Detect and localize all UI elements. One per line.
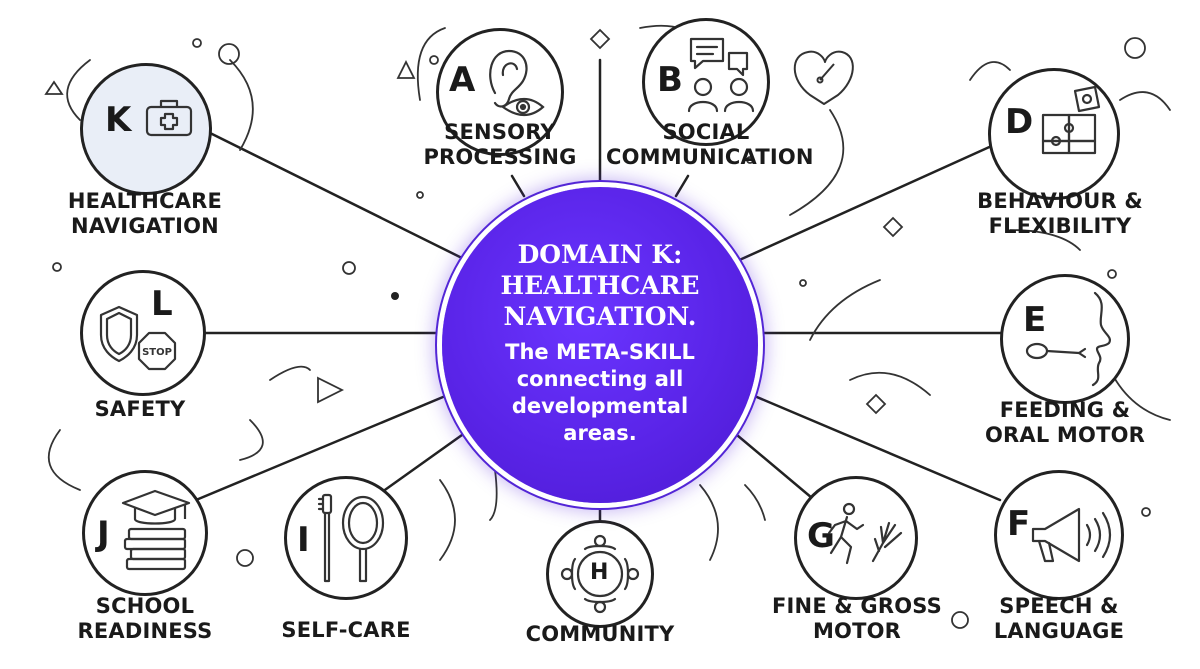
node-f-speech-language[interactable]: F [994,470,1124,600]
node-l-safety[interactable]: L STOP [80,270,206,396]
node-h-community[interactable]: H [546,520,654,628]
node-letter: L [151,284,173,324]
node-letter: A [449,60,476,100]
connector-k [202,128,472,264]
node-g-fine-gross-motor[interactable]: G [794,476,918,600]
stop-sign-text: STOP [142,347,172,358]
label-social-communication: SOCIAL COMMUNICATION [606,120,814,169]
label-school-readiness: SCHOOL READINESS [77,594,213,643]
label-sensory-processing: SENSORY PROCESSING [423,120,577,169]
node-letter: G [807,516,835,556]
node-d-behaviour-flexibility[interactable]: D [988,68,1120,200]
toothbrush-mirror-icon [317,493,385,583]
heart-gauge-icon [793,50,854,105]
label-feeding-oral-motor: FEEDING & ORAL MOTOR [984,398,1146,447]
decorative-shapes [44,28,1151,629]
node-letter: E [1023,300,1047,340]
node-letter: D [1005,102,1034,142]
shield-stop-icon: STOP [99,305,177,371]
node-letter: F [1007,504,1031,544]
connector-a [510,174,526,198]
megaphone-icon [1031,507,1112,563]
node-b-social-communication[interactable]: B [642,18,770,146]
label-safety: SAFETY [94,397,186,421]
node-letter: H [590,560,609,585]
hub-subtitle: The META-SKILL connecting all developmen… [505,340,695,445]
connector-d [733,142,998,264]
medical-kit-icon [145,99,193,137]
node-e-feeding-oral-motor[interactable]: E [1000,274,1130,404]
node-k-healthcare-navigation[interactable]: K [80,63,212,195]
node-letter: J [97,514,110,554]
connector-j [194,390,457,502]
connector-g [723,423,814,500]
runner-hand-icon [827,502,903,565]
spoon-face-icon [1025,291,1111,387]
node-i-self-care[interactable]: I [284,476,408,600]
node-j-school-readiness[interactable]: J [82,470,208,596]
connector-i [380,423,478,494]
decorative-curves [47,24,1171,561]
node-letter: I [297,520,310,560]
central-hub: DOMAIN K: HEALTHCARE NAVIGATION. The MET… [442,187,758,503]
label-fine-gross-motor: FINE & GROSS MOTOR [772,594,942,643]
label-healthcare-navigation: HEALTHCARE NAVIGATION [67,189,223,238]
graduation-books-icon [121,489,191,571]
connector-f [743,390,1002,502]
label-behaviour-flexibility: BEHAVIOUR & FLEXIBILITY [977,189,1143,238]
hub-title: DOMAIN K: HEALTHCARE NAVIGATION. [500,240,700,331]
label-self-care: SELF-CARE [281,618,411,642]
label-community: COMMUNITY [525,622,675,646]
node-letter: B [657,60,683,100]
chat-people-icon [687,37,755,113]
label-speech-language: SPEECH & LANGUAGE [993,594,1125,643]
connector-b [674,174,690,198]
community-circle-icon [560,534,640,614]
node-letter: K [105,100,132,140]
puzzle-icon [1041,85,1101,155]
node-a-sensory-processing[interactable]: A [436,28,564,156]
ear-eye-icon [489,49,545,117]
